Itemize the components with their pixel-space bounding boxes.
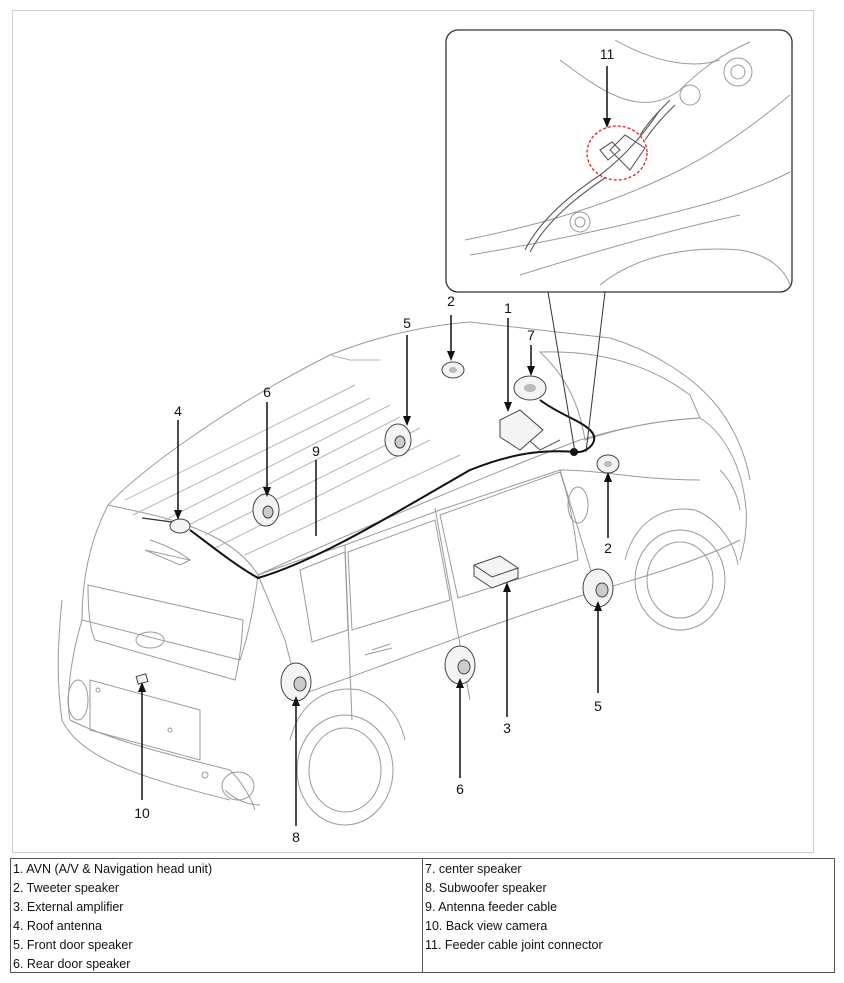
- callout-8: 8: [292, 829, 300, 845]
- callout-7: 7: [527, 327, 535, 343]
- roof-antenna: [141, 517, 191, 534]
- rear-door-speaker-side: [444, 645, 476, 685]
- tweeter-speaker-top: [441, 361, 465, 379]
- legend-item: 10. Back view camera: [425, 919, 548, 933]
- external-amplifier: [473, 555, 519, 589]
- legend-item: 11. Feeder cable joint connector: [425, 938, 603, 952]
- avn-head-unit: [499, 409, 544, 451]
- inset-drawing: [464, 39, 791, 286]
- front-door-speaker-roof: [384, 423, 412, 457]
- legend-item: 1. AVN (A/V & Navigation head unit): [13, 862, 213, 876]
- callout-5-side: 5: [594, 698, 602, 714]
- callout-1: 1: [504, 300, 512, 316]
- legend-item: 5. Front door speaker: [13, 938, 133, 952]
- callout-9: 9: [312, 443, 320, 459]
- callout-5-top: 5: [403, 315, 411, 331]
- legend-column-left: 1. AVN (A/V & Navigation head unit) 2. T…: [11, 859, 422, 972]
- legend-item: 6. Rear door speaker: [13, 957, 131, 971]
- callout-2-top: 2: [447, 293, 455, 309]
- vehicle-outline: [57, 321, 751, 826]
- callout-labels: 11 1 7 2 5 6 4 9 2 5 3 6 8 10: [134, 46, 614, 845]
- detail-inset: [445, 29, 793, 453]
- rear-door-speaker-roof: [252, 493, 280, 527]
- legend-item: 3. External amplifier: [13, 900, 124, 914]
- legend-column-right: 7. center speaker 8. Subwoofer speaker 9…: [422, 859, 834, 972]
- legend-item: 4. Roof antenna: [13, 919, 102, 933]
- legend-item: 7. center speaker: [425, 862, 522, 876]
- callout-6-side: 6: [456, 781, 464, 797]
- legend-item: 8. Subwoofer speaker: [425, 881, 547, 895]
- callout-11: 11: [600, 46, 615, 62]
- callout-3: 3: [503, 720, 511, 736]
- callout-6-top: 6: [263, 384, 271, 400]
- center-speaker: [513, 375, 547, 401]
- legend-item: 9. Antenna feeder cable: [425, 900, 558, 914]
- callout-10: 10: [134, 805, 150, 821]
- parts-legend-table: 1. AVN (A/V & Navigation head unit) 2. T…: [10, 858, 835, 973]
- back-view-camera: [135, 673, 149, 685]
- speaker-layout-diagram: 11 1 7 2 5 6 4 9 2 5 3 6 8 10: [57, 29, 793, 845]
- legend-item: 2. Tweeter speaker: [13, 881, 120, 895]
- tweeter-speaker-right: [596, 454, 620, 474]
- callout-arrows: [138, 66, 612, 826]
- subwoofer-speaker: [280, 662, 312, 702]
- callout-4: 4: [174, 403, 182, 419]
- antenna-feeder-cable: [189, 399, 596, 580]
- connector-highlight-ring: [586, 125, 648, 181]
- callout-2-right: 2: [604, 540, 612, 556]
